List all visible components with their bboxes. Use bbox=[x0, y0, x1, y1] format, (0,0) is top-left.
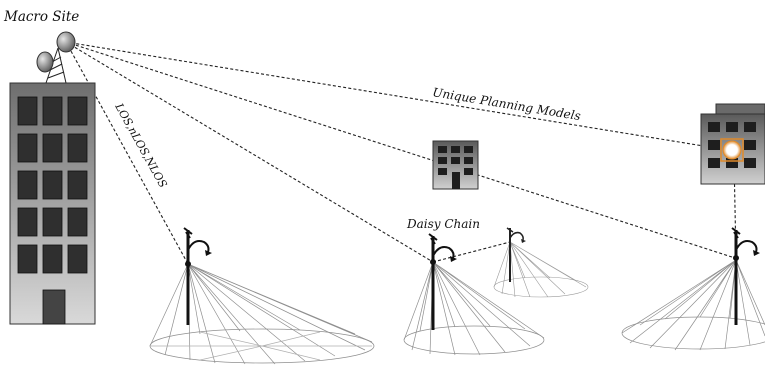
macro-building-windows bbox=[17, 96, 88, 274]
link-lines bbox=[65, 41, 737, 265]
small-cell-pole-1 bbox=[183, 227, 212, 325]
los-nlos-label: LOS,nLOS,NLOS bbox=[112, 100, 170, 190]
link-macro-to-pole-1 bbox=[65, 41, 189, 265]
dish-antenna-icon bbox=[36, 31, 76, 73]
small-cell-pole-4 bbox=[731, 227, 760, 325]
coverage-cone-4 bbox=[621, 259, 765, 351]
highlighted-node bbox=[722, 140, 742, 160]
coverage-cone-2 bbox=[403, 261, 545, 356]
macro-site-building bbox=[9, 82, 96, 325]
link-macro-to-right-building bbox=[65, 41, 729, 151]
coverage-cone-1 bbox=[149, 263, 375, 365]
coverage-cone-3 bbox=[493, 241, 589, 298]
highlighted-node-frame bbox=[720, 138, 744, 162]
macro-building-door bbox=[42, 289, 66, 325]
link-daisy-chain bbox=[432, 241, 511, 263]
unique-planning-models-label: Unique Planning Models bbox=[432, 85, 582, 123]
link-macro-to-pole-4 bbox=[65, 41, 736, 259]
middle-building bbox=[432, 140, 479, 190]
right-building bbox=[700, 103, 765, 185]
small-cell-pole-2 bbox=[428, 233, 457, 330]
daisy-chain-label: Daisy Chain bbox=[406, 217, 480, 231]
macro-site-label: Macro Site bbox=[3, 9, 79, 25]
link-macro-to-pole-2 bbox=[65, 41, 434, 263]
small-cell-pole-3 bbox=[506, 227, 526, 282]
